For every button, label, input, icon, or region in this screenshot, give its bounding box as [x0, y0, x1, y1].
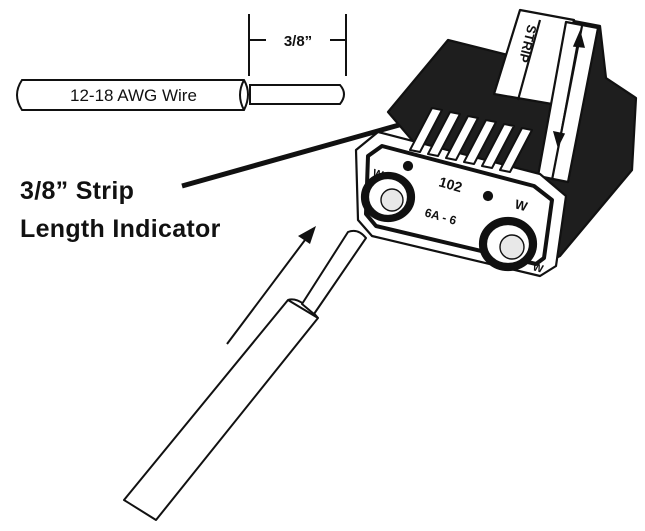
face-rivet: [482, 190, 494, 202]
terminal-letter-w: W: [371, 167, 385, 182]
insertion-direction-arrow: [226, 226, 316, 345]
inserted-wire-insulation-end: [287, 298, 319, 319]
marking-number: 102: [437, 174, 464, 196]
wire-label: 12-18 AWG Wire: [70, 86, 197, 105]
strip-gauge-ridge: [516, 19, 542, 101]
callout-line-1: 3/8” Strip: [20, 177, 135, 205]
strip-gauge-tab: [492, 8, 576, 106]
dimension-label: 3/8”: [284, 33, 312, 50]
strip-gauge-arrows: [552, 29, 586, 149]
connector-ribs: [409, 107, 533, 173]
strip-length-dimension: [248, 14, 347, 76]
face-rivet: [402, 160, 414, 172]
callout-line-2: Length Indicator: [20, 215, 221, 243]
wire-entry-port-right: [478, 216, 538, 272]
push-in-connector: [354, 8, 638, 278]
strip-length-callout: 3/8” Strip Length Indicator: [20, 172, 221, 248]
wire-conductor: [249, 84, 345, 105]
inserted-wire-insulation: [123, 299, 319, 521]
wire-entry-port-left: [360, 171, 416, 223]
terminal-letter-w: W: [513, 196, 530, 214]
connector-face-border: [364, 144, 554, 266]
reference-wire: [16, 79, 345, 111]
inserted-wire-conductor: [301, 229, 367, 315]
terminal-letter-w: W: [531, 261, 545, 276]
wire-insulation-end: [239, 79, 245, 111]
inserted-wire: [123, 229, 367, 521]
